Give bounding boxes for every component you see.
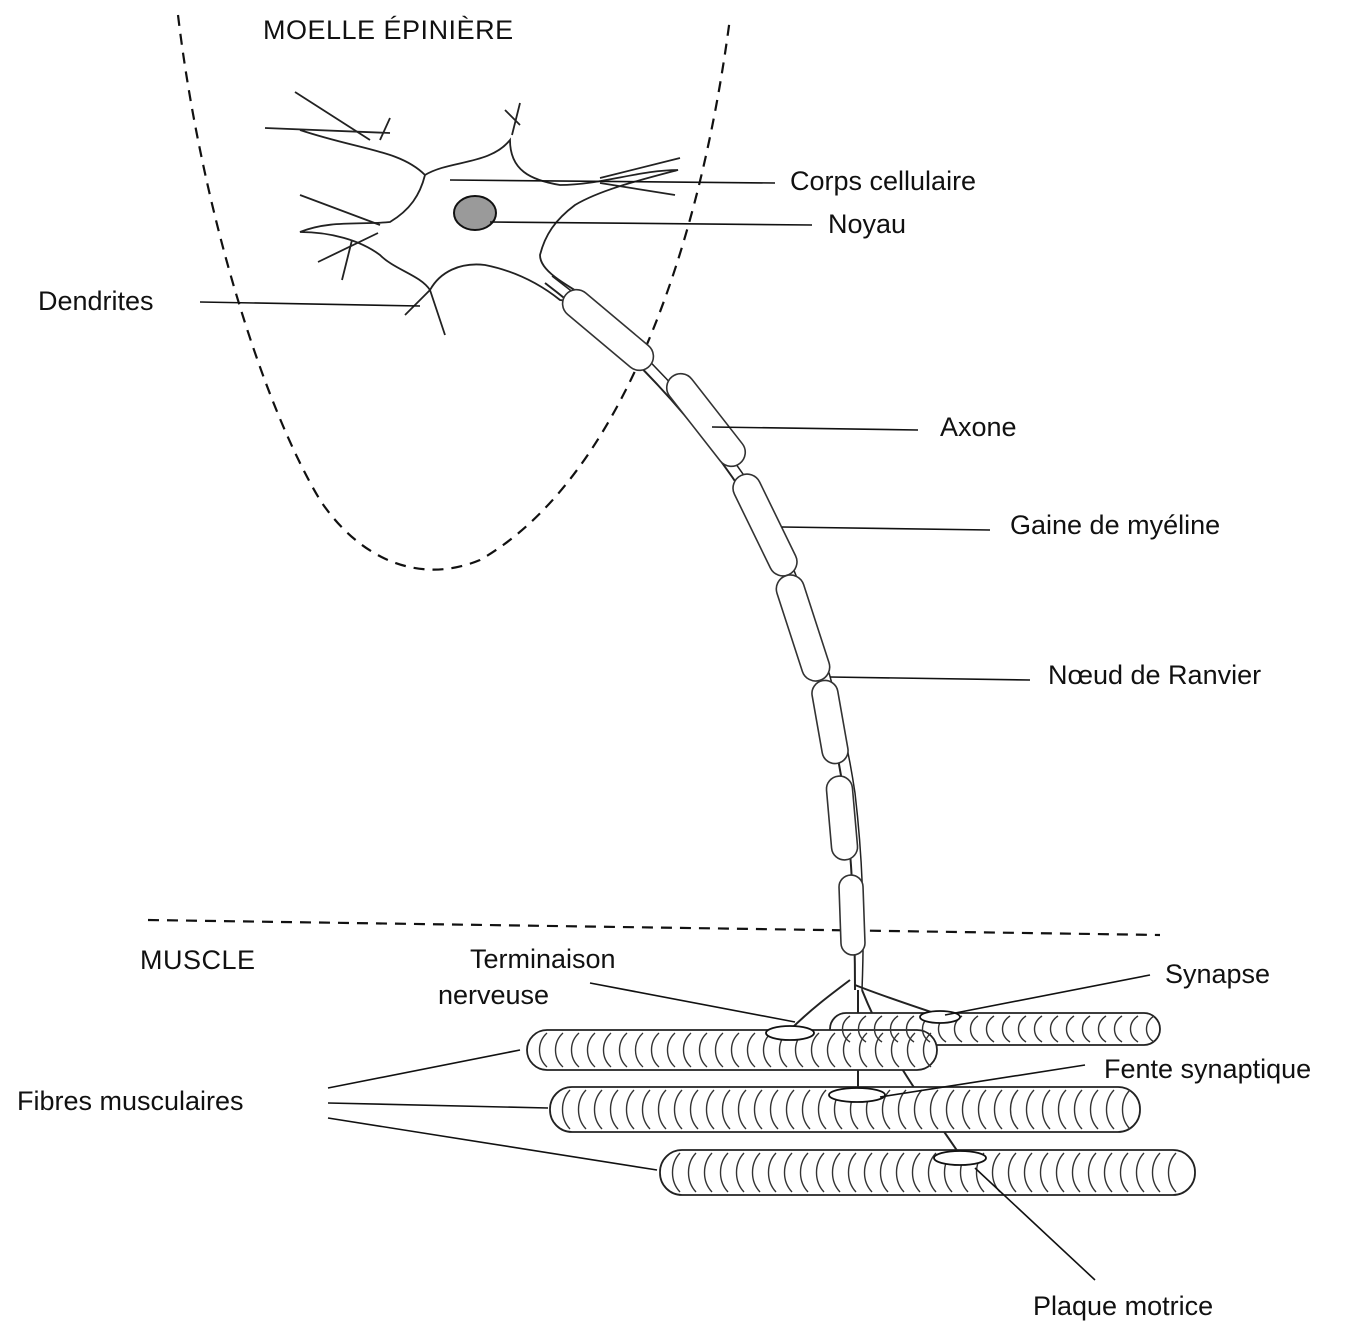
muscle-fibers-label: Fibres musculaires (17, 1088, 244, 1115)
nucleus (454, 196, 496, 230)
cell-body-label: Corps cellulaire (790, 168, 976, 195)
myelin-sheath-label: Gaine de myéline (1010, 512, 1220, 539)
muscle-boundary (148, 920, 1160, 935)
axon-label: Axone (940, 414, 1017, 441)
nucleus-label: Noyau (828, 211, 906, 238)
dendrites-label: Dendrites (38, 288, 154, 315)
spinal-cord-label: MOELLE ÉPINIÈRE (263, 17, 514, 44)
node-of-ranvier-label: Nœud de Ranvier (1048, 662, 1261, 689)
myelin-sheath (557, 284, 866, 955)
motor-end-plate-label: Plaque motrice (1033, 1293, 1213, 1320)
synapse-label: Synapse (1165, 961, 1270, 988)
nerve-ending-label-line1: Terminaison (470, 946, 616, 973)
synaptic-cleft-label: Fente synaptique (1104, 1056, 1311, 1083)
nerve-ending-label-line2: nerveuse (438, 982, 549, 1009)
spinal-cord-boundary (178, 15, 730, 570)
muscle-label: MUSCLE (140, 947, 256, 974)
